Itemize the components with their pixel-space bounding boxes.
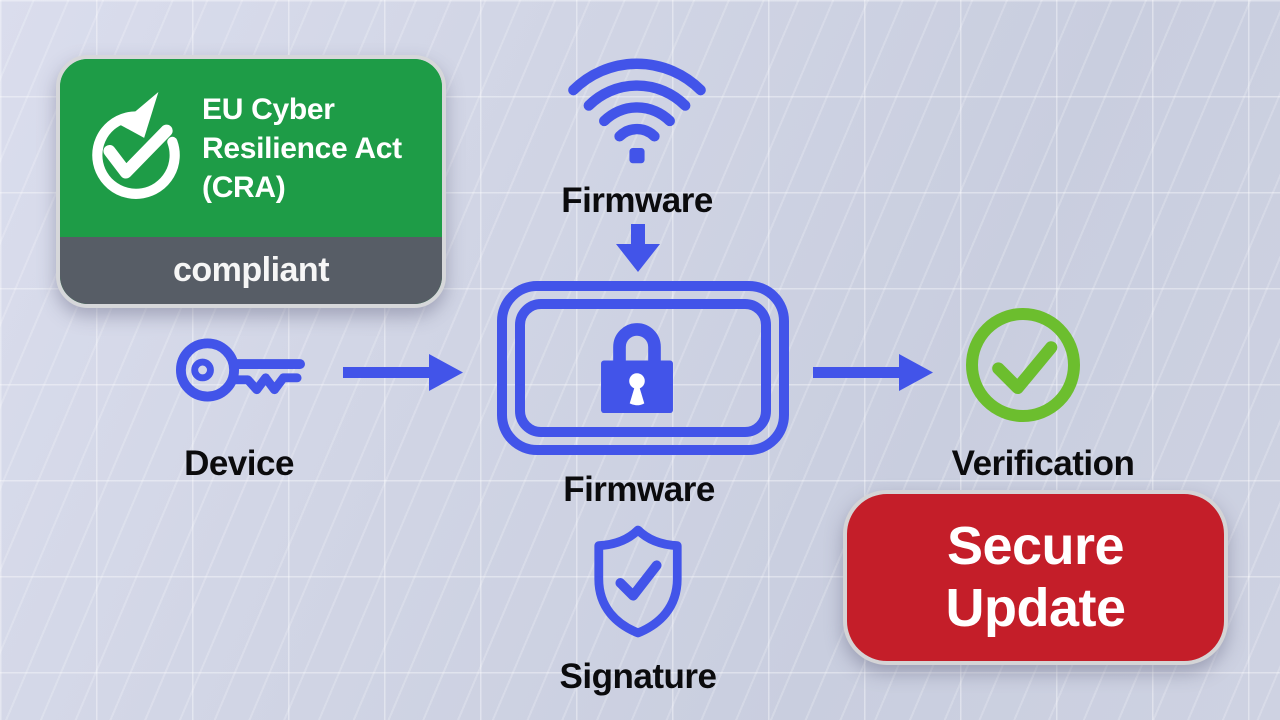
device-label: Device (184, 444, 294, 483)
device-chip-inner (515, 299, 771, 437)
device-chip (497, 281, 789, 455)
key-icon (175, 338, 305, 402)
lock-icon (601, 323, 673, 414)
firmware-source-label: Firmware (561, 181, 713, 220)
secure-update-label: Secure Update (945, 516, 1126, 638)
shield-check-icon (594, 525, 682, 638)
cra-badge-compliant-label: compliant (172, 251, 330, 289)
firmware-chip-label: Firmware (563, 470, 715, 509)
arrow-right-icon (343, 354, 463, 391)
cra-badge-bottom: compliant (60, 237, 442, 304)
checkmark (992, 341, 1058, 395)
check-circle-icon (966, 308, 1080, 422)
signature-label: Signature (559, 657, 717, 696)
cra-badge-title: EU Cyber Resilience Act (CRA) (202, 92, 402, 204)
down-arrow-icon (616, 224, 660, 272)
secure-update-badge: Secure Update (843, 490, 1228, 665)
cra-badge-top: EU Cyber Resilience Act (CRA) (60, 59, 442, 237)
verification-label: Verification (951, 444, 1135, 483)
wifi-icon (568, 58, 706, 164)
arrow-right-icon (813, 354, 933, 391)
refresh-check-icon (92, 92, 180, 199)
cra-badge: EU Cyber Resilience Act (CRA) compliant (56, 55, 446, 308)
